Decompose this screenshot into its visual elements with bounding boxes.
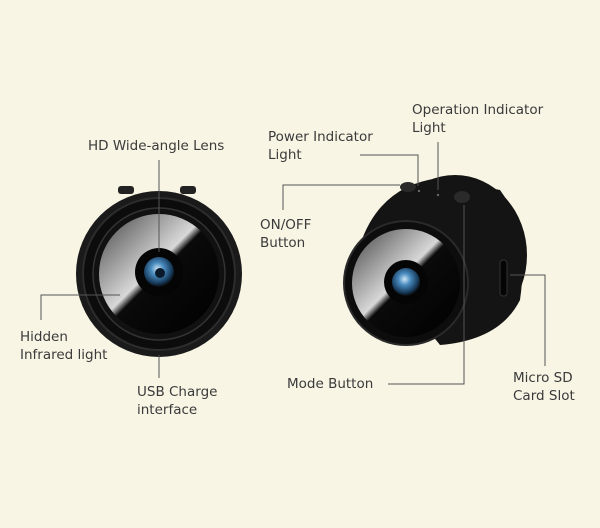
label-power-indicator-light: Power Indicator Light <box>268 128 373 164</box>
label-line: Light <box>412 120 446 136</box>
operation-led-icon <box>436 193 440 197</box>
mount-tab <box>180 186 196 194</box>
mode-button-icon <box>454 191 470 203</box>
label-hidden-infrared-light: Hidden Infrared light <box>20 328 107 364</box>
label-mode-button: Mode Button <box>287 376 374 392</box>
power-led-icon <box>417 189 421 193</box>
label-line: USB Charge <box>137 384 218 400</box>
label-line: Power Indicator <box>268 129 373 145</box>
label-hd-wide-angle-lens: HD Wide-angle Lens <box>88 138 225 154</box>
label-line: Button <box>260 235 306 251</box>
on-off-button-icon <box>400 182 416 192</box>
label-line: Hidden <box>20 329 68 345</box>
label-micro-sd-card-slot: Micro SD Card Slot <box>513 369 575 405</box>
label-operation-indicator-light: Operation Indicator Light <box>412 101 543 137</box>
label-usb-charge-interface: USB Charge interface <box>137 383 217 419</box>
label-line: interface <box>137 402 198 418</box>
leader-lines <box>40 142 546 385</box>
sd-slot-icon <box>499 259 508 297</box>
label-line: Micro SD <box>513 370 573 386</box>
label-line: Light <box>268 147 302 163</box>
mount-tab <box>118 186 134 194</box>
label-line: Infrared light <box>20 347 108 363</box>
label-line: ON/OFF <box>260 217 312 233</box>
label-on-off-button: ON/OFF Button <box>260 216 311 252</box>
label-line: Card Slot <box>513 388 575 404</box>
side-view-camera <box>343 175 527 346</box>
label-line: Operation Indicator <box>412 102 544 118</box>
lens-icon <box>392 268 420 296</box>
front-view-camera <box>76 186 242 357</box>
